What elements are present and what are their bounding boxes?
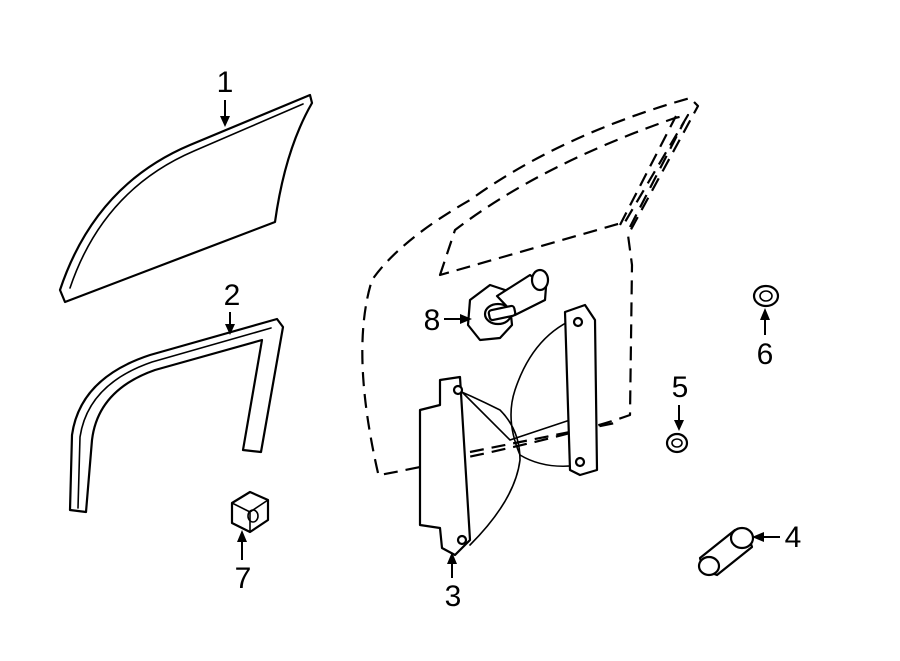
part-7-clip <box>230 490 270 534</box>
part-2-run-channel <box>68 317 285 514</box>
part-4-crank-handle <box>697 526 755 577</box>
callout-1: 1 <box>217 66 234 99</box>
callout-2: 2 <box>224 279 241 312</box>
callout-7: 7 <box>235 562 252 595</box>
part-5-washer <box>665 432 689 454</box>
callout-6: 6 <box>757 338 774 371</box>
part-1-door-glass <box>58 93 314 304</box>
callout-4: 4 <box>785 521 802 554</box>
callout-8: 8 <box>424 304 441 337</box>
door-outline <box>361 96 700 477</box>
callout-3: 3 <box>445 580 462 613</box>
part-3-regulator <box>418 303 599 557</box>
part-6-grommet <box>752 284 780 308</box>
part-8-window-motor <box>466 268 550 342</box>
callout-leaders <box>220 100 780 578</box>
callout-5: 5 <box>672 371 689 404</box>
